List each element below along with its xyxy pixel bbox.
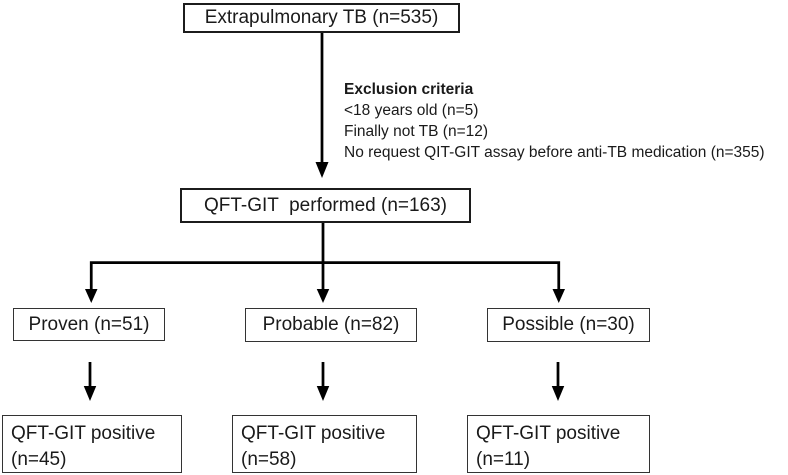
arrow-proven-to-result [83,362,97,401]
exclusion-item-age: <18 years old (n=5) [344,102,479,119]
node-possible: Possible (n=30) [487,308,650,342]
node-extrapulmonary-tb-label: Extrapulmonary TB (n=535) [204,7,439,29]
result-line2: (n=11) [476,449,531,470]
arrow-probable-to-result [316,362,330,401]
arrow-possible-to-result [551,362,565,401]
node-qft-git-performed: QFT-GIT performed (n=163) [180,188,471,223]
node-possible-label: Possible (n=30) [502,314,635,336]
result-line2: (n=45) [11,449,67,470]
result-line1: QFT-GIT positive [241,423,386,444]
exclusion-item-not-tb: Finally not TB (n=12) [344,123,489,140]
node-result-possible-positive: QFT-GIT positive (n=11) [467,415,650,473]
node-proven: Proven (n=51) [13,308,165,341]
exclusion-criteria-title: Exclusion criteria [344,81,474,98]
arrow-top-to-performed [315,33,329,178]
exclusion-criteria-block: Exclusion criteria <18 years old (n=5) F… [344,79,765,163]
result-line2: (n=58) [241,449,297,470]
result-line1: QFT-GIT positive [476,423,621,444]
node-result-proven-positive: QFT-GIT positive (n=45) [2,415,182,473]
node-extrapulmonary-tb: Extrapulmonary TB (n=535) [183,3,460,33]
exclusion-item-no-request: No request QIT-GIT assay before anti-TB … [344,144,765,161]
node-probable-label: Probable (n=82) [262,314,400,336]
node-probable: Probable (n=82) [245,308,417,342]
node-proven-label: Proven (n=51) [28,313,150,335]
result-line1: QFT-GIT positive [11,423,156,444]
node-qft-git-performed-label: QFT-GIT performed (n=163) [203,194,448,216]
node-result-probable-positive: QFT-GIT positive (n=58) [232,415,417,473]
branch-performed-to-categories [85,221,565,303]
